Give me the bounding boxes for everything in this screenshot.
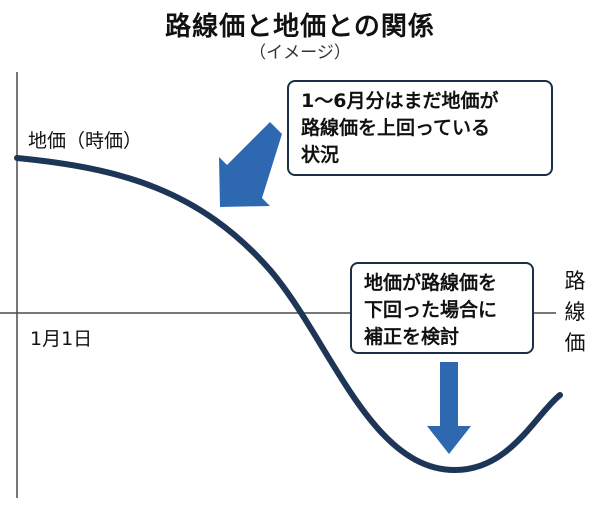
route-price-label: 路 線 価: [561, 266, 589, 359]
callout-box-correction: 地価が路線価を 下回った場合に 補正を検討: [350, 262, 534, 354]
callout-line: 地価が路線価を: [364, 272, 498, 294]
x-axis-label: 1月1日: [30, 328, 93, 350]
callout-box-first-half: 1～6月分はまだ地価が 路線価を上回っている 状況: [287, 80, 553, 176]
route-price-label-char: 価: [564, 331, 586, 355]
callout-line: 状況: [301, 144, 340, 166]
callout-line: 路線価を上回っている: [301, 117, 491, 139]
route-price-label-char: 路: [564, 269, 586, 293]
diagram-title: 路線価と地価との関係: [165, 12, 435, 42]
land-price-curve: [14, 155, 563, 474]
arrow-down-icon: [427, 362, 471, 454]
callout-line: 下回った場合に: [364, 299, 498, 321]
y-axis-label: 地価（時価）: [28, 130, 143, 152]
route-price-label-char: 線: [564, 300, 586, 324]
callout-line: 1～6月分はまだ地価が: [301, 90, 499, 112]
callout-line: 補正を検討: [364, 326, 460, 348]
diagram-subtitle: （イメージ）: [249, 43, 351, 63]
arrow-down-left-icon: [219, 122, 282, 207]
